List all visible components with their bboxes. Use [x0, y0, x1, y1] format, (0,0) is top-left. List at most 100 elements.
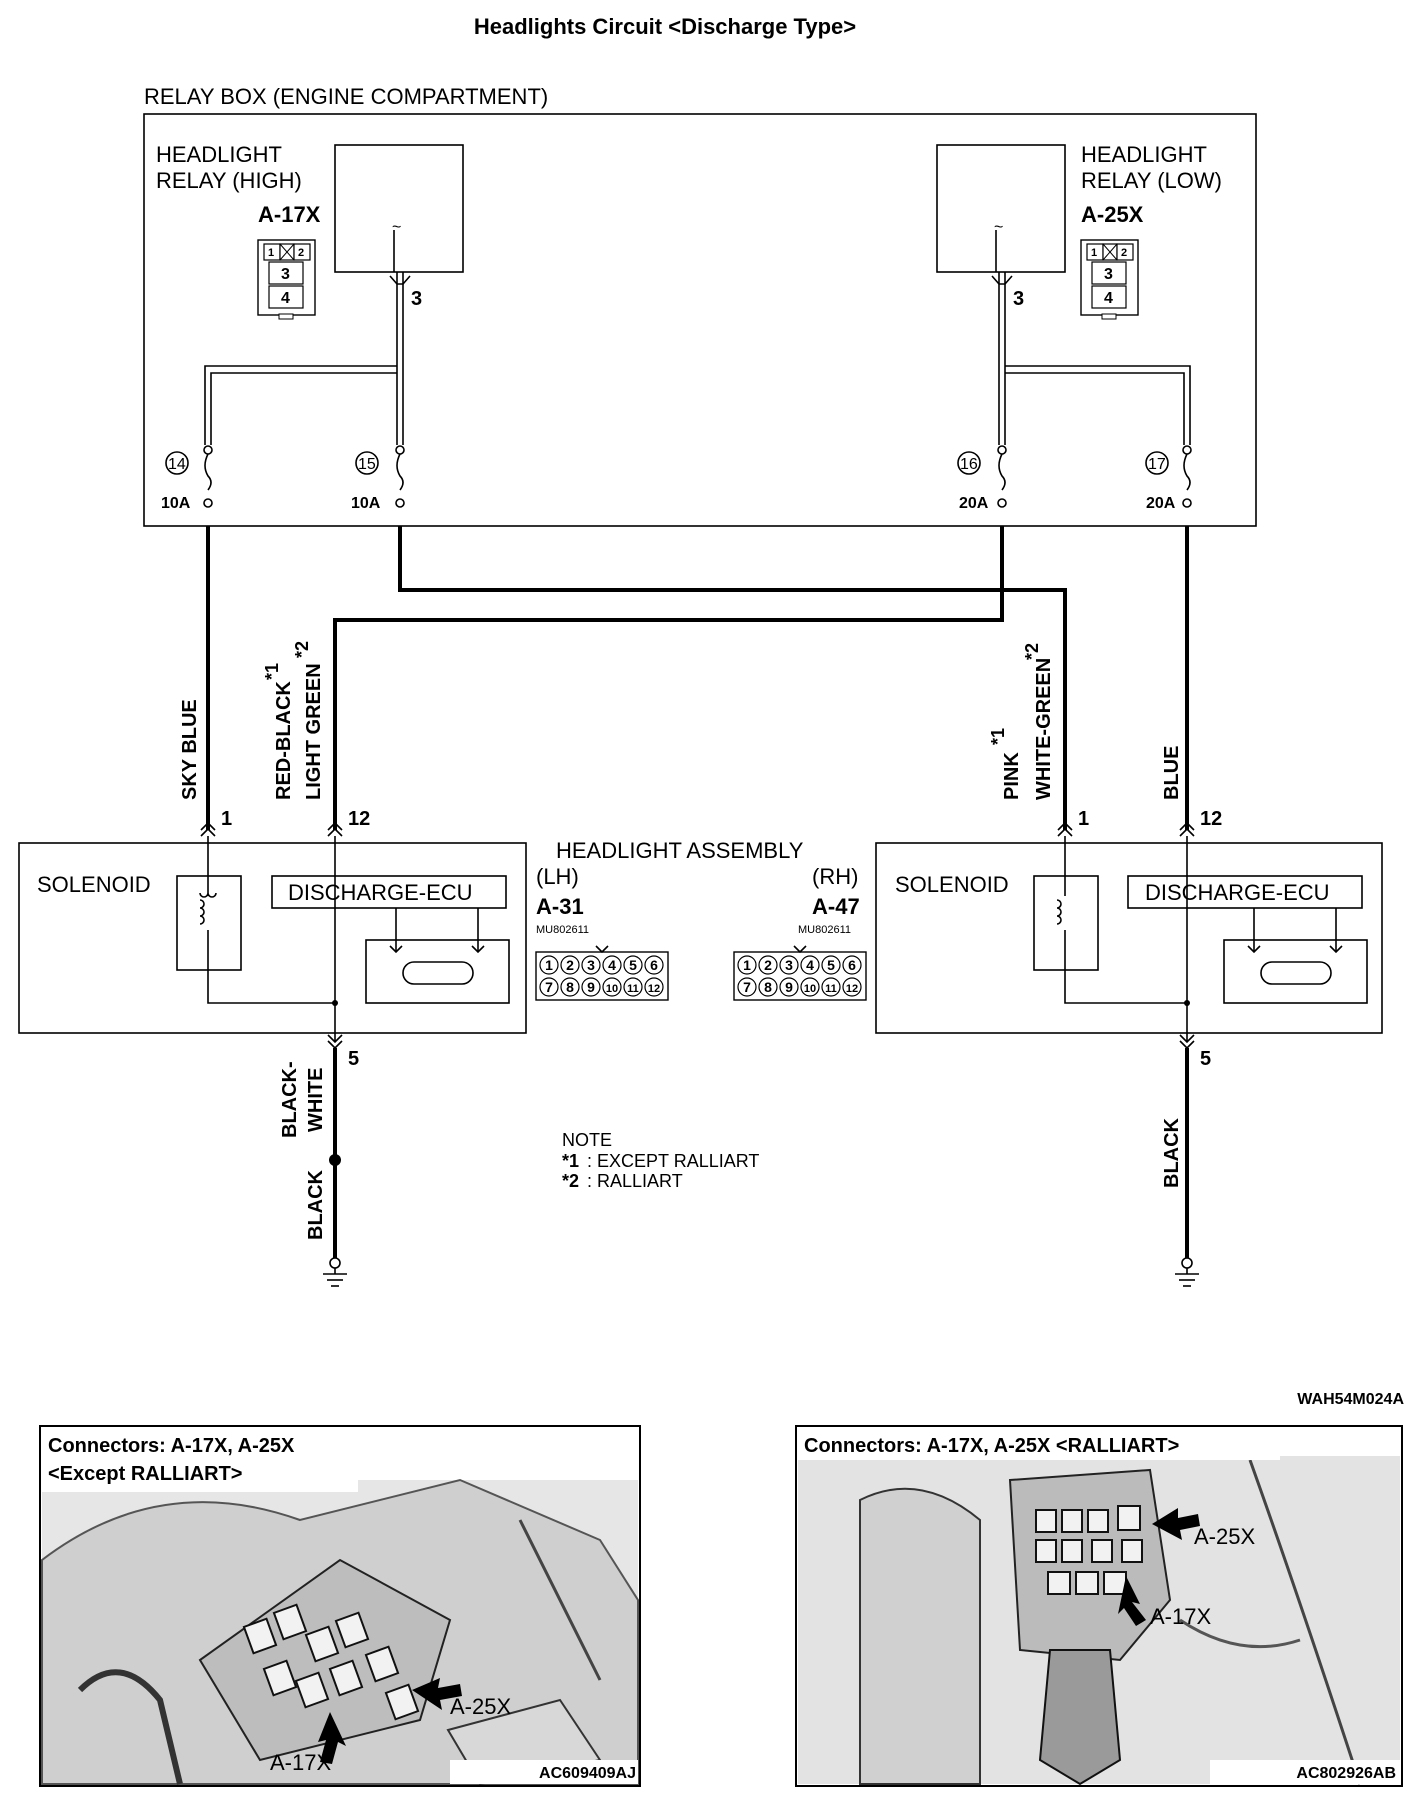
lh-connector-pin-label-10: 10: [606, 983, 618, 995]
lh-connector-pin-label-7: 7: [545, 979, 553, 995]
lh-connector-pin-8: [560, 977, 580, 997]
lh-connector-pin-label-3: 3: [587, 957, 595, 973]
wire-label-pink: PINK: [1001, 752, 1023, 800]
photo-panel-ralliart: Connectors: A-17X, A-25X <RALLIART> A-25…: [795, 1425, 1403, 1787]
lh-connector-pin-12: [644, 977, 664, 997]
rh-connector-pin-10: [800, 977, 820, 997]
lh-lamp-box: [365, 939, 510, 1004]
lh-solenoid: [176, 875, 242, 971]
fuse-17-rating: 20A: [1146, 495, 1176, 512]
lh-connector-pin-label-2: 2: [566, 957, 574, 973]
lh-connector-pin-5: [623, 955, 643, 975]
rh-connector-pin-label-10: 10: [804, 983, 816, 995]
external-wiring: [206, 526, 1189, 830]
photo1-callout-a25x: A-25X: [450, 1694, 511, 1719]
photo1-arrow-a25x: [412, 1678, 462, 1710]
relay-high-coil-box: [334, 144, 464, 273]
rh-terminal-12: 12: [1200, 808, 1222, 830]
headlight-assembly-lh: SOLENOID DISCHARGE-ECU: [18, 836, 527, 1041]
photo2-callout-a17x: A-17X: [1150, 1604, 1211, 1629]
lh-connector-pin-4: [602, 955, 622, 975]
fuse-14-number: 14: [168, 456, 186, 473]
wire-label-light-green-mark: *2: [292, 641, 312, 658]
note-line1-mark: *1: [562, 1151, 579, 1171]
photo-panel-except-ralliart: Connectors: A-17X, A-25X <Except RALLIAR…: [39, 1425, 641, 1787]
photo1-arrow-a17x: [318, 1712, 346, 1764]
rh-connector-pin-label-12: 12: [846, 983, 858, 995]
relay-low-label-1: HEADLIGHT: [1081, 142, 1207, 167]
lh-connector-pin-9: [581, 977, 601, 997]
lh-side-label: (LH): [536, 864, 579, 889]
relay-low-pin-1: 1: [1091, 247, 1097, 259]
note-line2: : RALLIART: [587, 1171, 683, 1191]
relay-high-pin-3: 3: [281, 266, 290, 283]
rh-connector-pin-6: [842, 955, 862, 975]
lh-connector-pin-7: [539, 977, 559, 997]
lh-connector-pin-label-8: 8: [566, 979, 574, 995]
rh-connector-pin-label-5: 5: [827, 957, 835, 973]
note-line1: : EXCEPT RALLIART: [587, 1151, 759, 1171]
lh-connector-pin-1: [539, 955, 559, 975]
lh-connector-pin-label-1: 1: [545, 957, 553, 973]
rh-solenoid-label: SOLENOID: [895, 872, 1009, 897]
rh-connector-pin-11: [821, 977, 841, 997]
figure-code: WAH54M024A: [1297, 1391, 1404, 1408]
ground-symbol-lh: [323, 1257, 347, 1287]
lh-connector-pin-2: [560, 955, 580, 975]
lh-connector-pin-label-12: 12: [648, 983, 660, 995]
rh-connector-pin-2: [758, 955, 778, 975]
rh-connector-pin-label-3: 3: [785, 957, 793, 973]
wire-label-black-white-2: WHITE: [305, 1068, 327, 1132]
lh-connector-pin-label-6: 6: [650, 957, 658, 973]
fuse-16-rating: 20A: [959, 495, 989, 512]
ground-wiring: [329, 1048, 1189, 1258]
lh-connector-pin-11: [623, 977, 643, 997]
relay-high-connector-id: A-17X: [258, 202, 321, 227]
rh-connector-pin-label-9: 9: [785, 979, 793, 995]
note-line2-mark: *2: [562, 1171, 579, 1191]
lh-connector-pin-label-5: 5: [629, 957, 637, 973]
rh-connector-pin-label-8: 8: [764, 979, 772, 995]
rh-connector-pin-label-4: 4: [806, 957, 814, 973]
lh-terminal-5: 5: [348, 1048, 359, 1070]
fuse-16-number: 16: [960, 456, 978, 473]
ground-symbol-rh: [1175, 1257, 1199, 1287]
rh-connector-pin-7: [737, 977, 757, 997]
rh-ecu-label-box: [1127, 875, 1363, 909]
diagram-title: Headlights Circuit <Discharge Type>: [474, 14, 856, 39]
fuse-17: 17 20A: [1145, 445, 1192, 512]
wire-label-pink-mark: *1: [988, 728, 1008, 745]
relay-low-connector-id: A-25X: [1081, 202, 1144, 227]
wire-label-white-green: WHITE-GREEN: [1033, 658, 1055, 800]
headlight-assembly-rh: SOLENOID DISCHARGE-ECU: [875, 836, 1383, 1041]
headlight-relay-high: HEADLIGHT RELAY (HIGH) A-17X ~ 3 1 2 3 4: [156, 142, 464, 320]
wire-label-white-green-mark: *2: [1022, 643, 1042, 660]
relay-high-symbol: ~: [392, 219, 401, 236]
relay-low-terminal: 3: [1013, 288, 1024, 310]
rh-lamp-box: [1223, 939, 1368, 1004]
lh-connector-pin-6: [644, 955, 664, 975]
rh-solenoid-coil: [1056, 899, 1062, 925]
relay-low-pin-4: 4: [1104, 290, 1113, 307]
wire-label-blue: BLUE: [1161, 746, 1183, 800]
wire-label-red-black: RED-BLACK: [273, 681, 295, 800]
note-title: NOTE: [562, 1130, 612, 1150]
rh-connector-pin-label-6: 6: [848, 957, 856, 973]
photo1-title-line1: Connectors: A-17X, A-25X: [48, 1435, 295, 1457]
relay-low-symbol: ~: [994, 219, 1003, 236]
wire-label-black-rh: BLACK: [1161, 1117, 1183, 1188]
rh-connector-pin-label-1: 1: [743, 957, 751, 973]
rh-connector-pin-5: [821, 955, 841, 975]
rh-connector-pin-3: [779, 955, 799, 975]
lh-solenoid-label: SOLENOID: [37, 872, 151, 897]
rh-terminal-1: 1: [1078, 808, 1089, 830]
relay-low-connector-icon: 1 2 3 4: [1080, 239, 1139, 320]
photo1-callout-a17x: A-17X: [270, 1750, 331, 1775]
rh-bulb: [1260, 961, 1332, 985]
wire-label-red-black-mark: *1: [262, 663, 282, 680]
fuse-17-number: 17: [1148, 456, 1166, 473]
rh-side-label: (RH): [812, 864, 858, 889]
rh-connector-pin-12: [842, 977, 862, 997]
